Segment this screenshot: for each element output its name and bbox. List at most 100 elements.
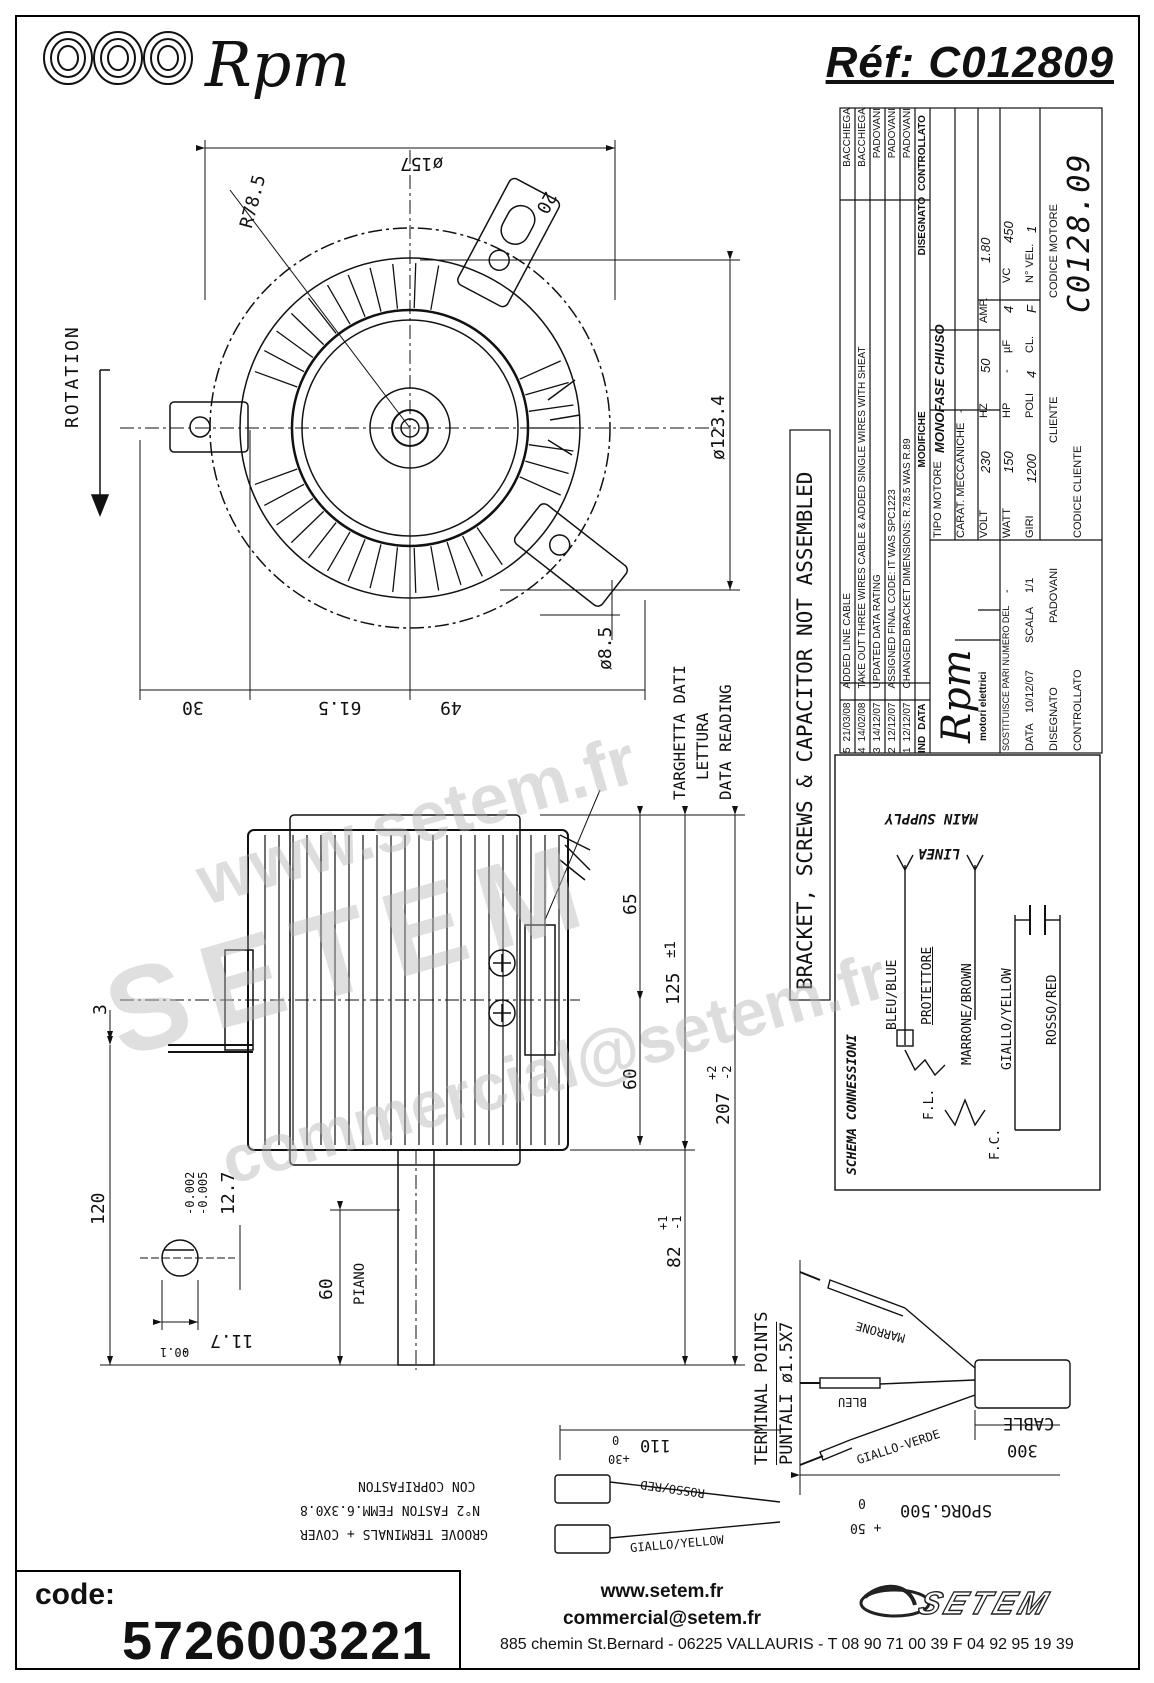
dim-207-tol-minus: -2 (720, 1065, 734, 1080)
rpm-brand: Rpm (205, 28, 351, 101)
client-label: CLIENTE (1048, 396, 1060, 443)
assembly-note: BRACKET, SCREWS & CAPACITOR NOT ASSEMBLE… (793, 471, 817, 990)
revision-date: 14/02/08 (857, 702, 868, 742)
dim-110-tol-1: 0 (612, 1433, 620, 1447)
main-supply-label: MAIN SUPPLY (885, 810, 978, 826)
dim-110-tol-2: +30 (608, 1452, 630, 1466)
wiring-title: SCHEMA CONNESSIONI (845, 1034, 860, 1175)
dim-12-7-tol-1: -0.002 (183, 1171, 197, 1215)
dim-30: 30 (182, 697, 204, 718)
uf-label: µF (1001, 339, 1013, 353)
revision-text: ADDED LINE CABLE (842, 592, 853, 689)
amp-value: 1.80 (978, 237, 993, 263)
cooling-fin (307, 297, 337, 334)
dim-207-tol-plus: +2 (705, 1065, 719, 1080)
rev-header-checked: CONTROLLATO (917, 115, 928, 191)
dim-110: 110 (640, 1435, 671, 1455)
dim-49: 49 (440, 697, 462, 718)
dim-120: 120 (88, 1192, 109, 1225)
revision-by: PADOVANI (872, 108, 883, 159)
revision-ind: 5 (842, 747, 853, 753)
cooling-fin (525, 381, 569, 396)
replaces-value: - (1001, 589, 1013, 593)
cooling-fin (476, 527, 503, 566)
dim-11-7-tol-2: -0.1 (160, 1345, 189, 1359)
drawn-label: DISEGNATO (1048, 687, 1060, 751)
cooling-fin (326, 284, 351, 325)
motor-code-label: CODICE MOTORE (1048, 204, 1060, 298)
dim-300: 300 (1007, 1440, 1038, 1460)
revision-text: TAKE OUT THREE WIRES CABLE & ADDED SINGL… (857, 346, 868, 689)
cooling-fin (430, 546, 440, 591)
code-box: code: 5726003221 (15, 1570, 461, 1671)
cooling-fin (264, 349, 305, 373)
giri-label: GIRI (1024, 515, 1036, 538)
dim-125-tol: ±1 (663, 941, 679, 958)
hz-label: HZ (978, 403, 990, 418)
dim-61-5: 61.5 (318, 697, 362, 718)
protector-label: PROTETTORE (920, 946, 935, 1025)
cooling-fin (276, 330, 314, 358)
title-block: Rpm motori elettrici TIPO MOTORE MONOFAS… (930, 108, 1102, 753)
revision-ind: 4 (857, 747, 868, 753)
motor-type: MONOFASE CHIUSO (932, 324, 947, 453)
revision-ind: 2 (887, 747, 898, 753)
title-block-frame (789, 107, 1103, 1001)
code-value: 5726003221 (122, 1611, 433, 1671)
rotation-label: ROTATION (62, 325, 83, 428)
footer-website[interactable]: www.setem.fr (600, 1581, 724, 1602)
title-company-sub: motori elettrici (978, 671, 989, 741)
revision-ind: 1 (902, 747, 913, 753)
revision-date: 14/12/07 (872, 702, 883, 742)
cooling-fin (369, 267, 382, 312)
vel-value: 1 (1024, 225, 1039, 233)
cooling-fin (254, 468, 298, 486)
code-label: code: (35, 1578, 116, 1611)
dim-65: 65 (620, 893, 641, 915)
bleu-label: BLEU (838, 1395, 867, 1409)
cooling-fin (392, 547, 399, 593)
drawn-value: PADOVANI (1048, 567, 1060, 623)
sporg-tol-1: 0 (858, 1495, 866, 1510)
cooling-fin (326, 531, 351, 572)
cooling-fin (392, 263, 399, 309)
date-label: DATA (1024, 723, 1036, 751)
sporg-label: SPORG.500 (900, 1500, 993, 1520)
revision-by: BACCHIEGA (842, 108, 853, 167)
fc-label: F.C. (988, 1128, 1003, 1160)
faston-line-1: CON COPRIFASTON (358, 1478, 476, 1493)
revision-ind: 3 (872, 747, 883, 753)
red-wire-label: ROSSO/RED (1045, 974, 1060, 1045)
revision-date: 12/12/07 (887, 702, 898, 742)
amp-label: AMP. (978, 297, 990, 323)
cooling-fin (413, 547, 417, 593)
mech-value: - (955, 409, 967, 413)
scale-value: 1/1 (1024, 577, 1036, 593)
dim-82-tol-minus: -1 (670, 1215, 684, 1230)
wiring-diagram (834, 754, 1101, 1191)
dim-207: 207 (713, 1092, 734, 1125)
cooling-fin (290, 510, 325, 544)
yellow-wire-label: GIALLO/YELLOW (1000, 968, 1015, 1070)
cl-label: CL. (1024, 335, 1036, 353)
rpm-logo-coils-icon (43, 31, 193, 85)
cooling-fin (254, 370, 298, 388)
dim-82-tol-plus: +1 (656, 1215, 670, 1230)
cooling-fin (413, 263, 417, 309)
replaces-label: SOSTITUISCE PARI NUMERO DEL (1001, 605, 1011, 751)
hp-label: HP (1001, 402, 1013, 418)
footer-email[interactable]: commercial@setem.fr (562, 1608, 762, 1629)
motor-code: C0128.09 (1062, 152, 1097, 314)
hz-value: 50 (978, 358, 993, 373)
poli-label: POLI (1024, 392, 1036, 418)
vc-label: VC (1001, 267, 1013, 283)
faston-line-3: GROOVE TERMINALS + COVER (300, 1526, 488, 1541)
volt-label: VOLT (978, 510, 990, 538)
sporg-tol-2: + 50 (850, 1520, 882, 1535)
cooling-fin (276, 498, 314, 526)
